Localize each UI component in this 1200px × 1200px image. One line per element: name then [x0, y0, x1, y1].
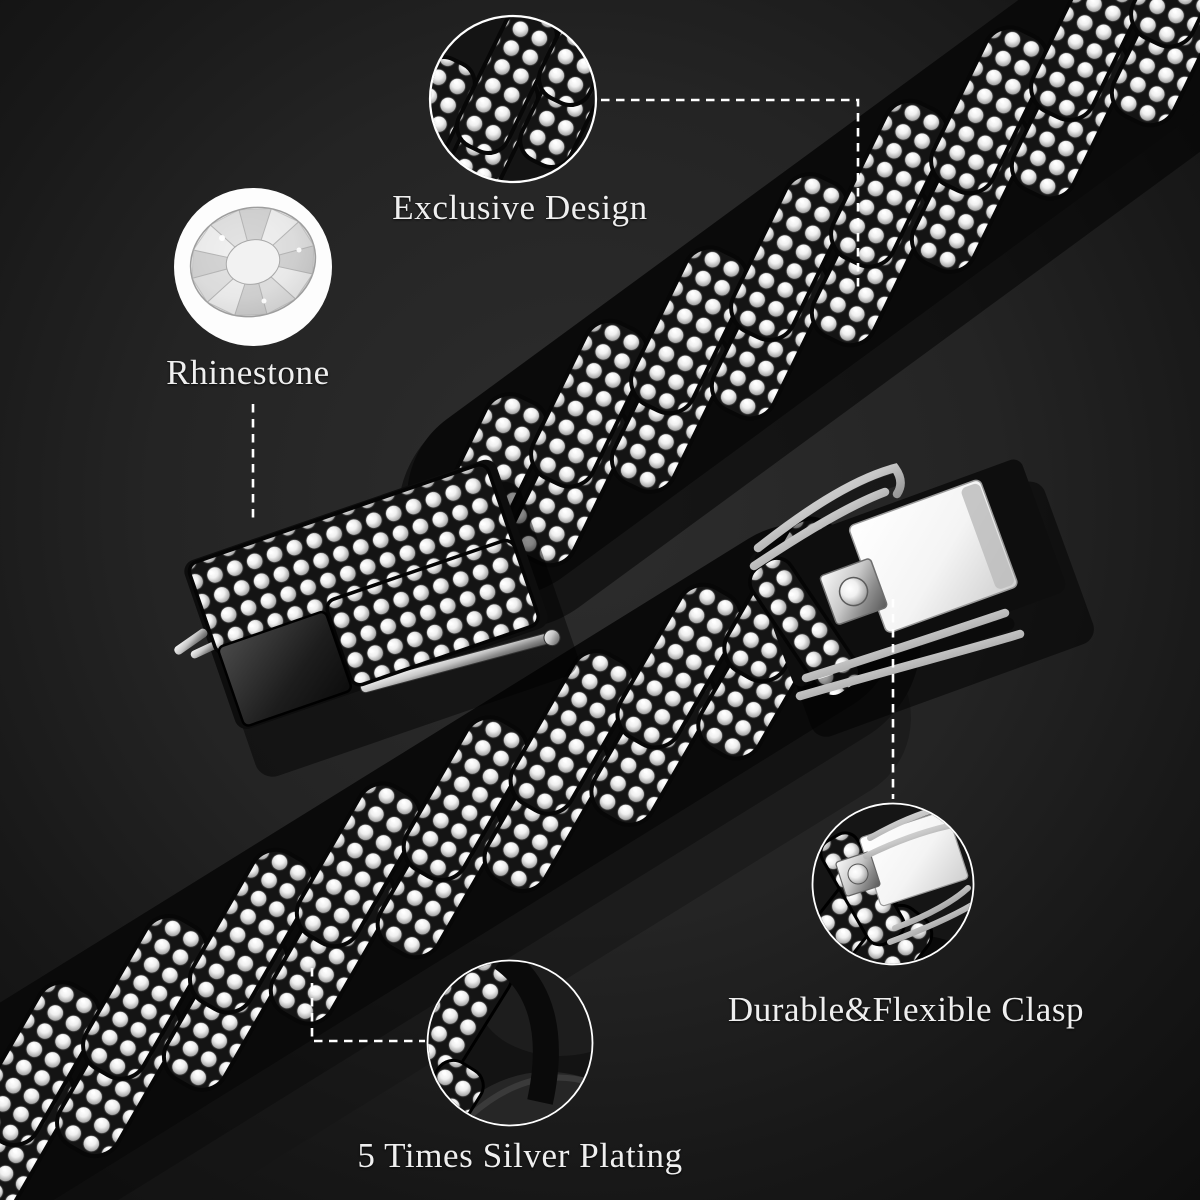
label-durable-clasp: Durable&Flexible Clasp	[727, 990, 1085, 1029]
chain-segment-lower	[0, 516, 851, 1200]
clasp-flexible-box	[748, 459, 1094, 737]
detail-circle-rhinestone	[174, 188, 332, 346]
detail-circle-border	[811, 802, 975, 966]
chain-segment-upper	[429, 0, 1200, 568]
leader-lines	[251, 98, 895, 1043]
detail-circle-border	[428, 14, 598, 184]
detail-circle-border	[426, 959, 594, 1127]
clasp-iced-box	[174, 459, 578, 777]
leader-exclusive-design	[601, 98, 860, 289]
label-exclusive-design: Exclusive Design	[392, 188, 648, 227]
label-silver-plating: 5 Times Silver Plating	[357, 1136, 683, 1175]
label-rhinestone: Rhinestone	[166, 353, 330, 392]
